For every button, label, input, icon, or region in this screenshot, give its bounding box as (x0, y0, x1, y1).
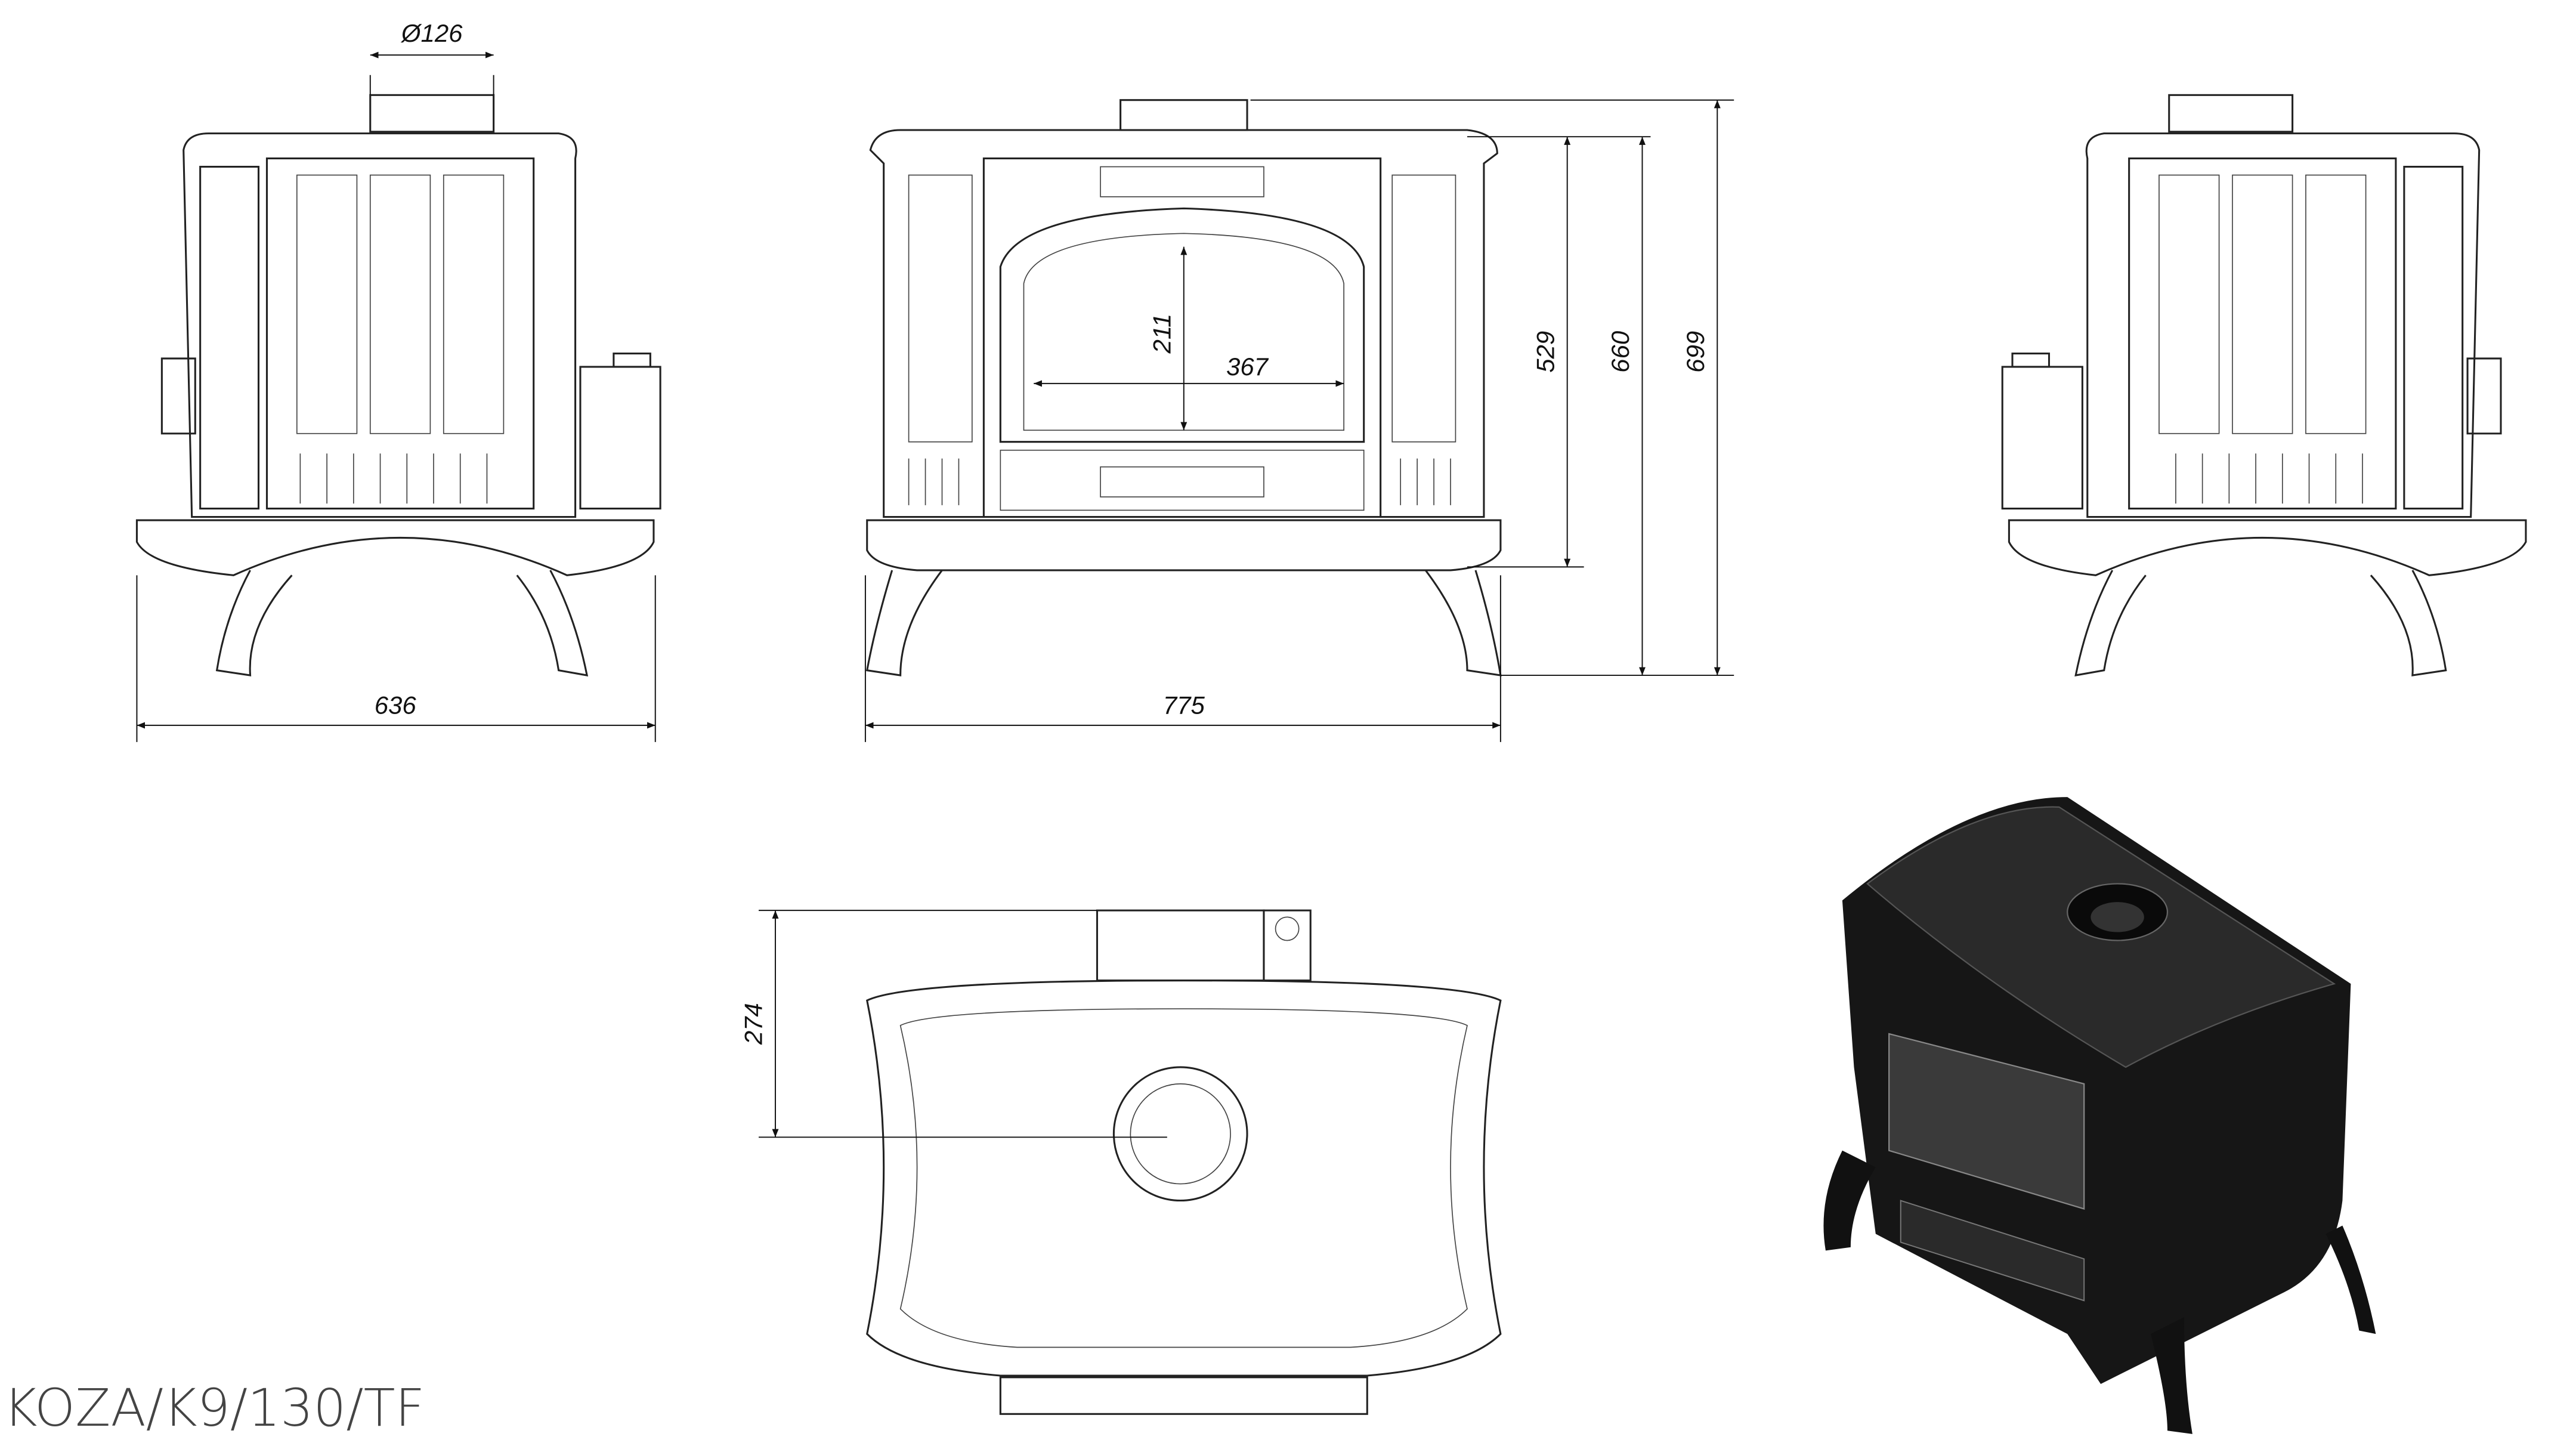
model-code: KOZA/K9/130/TF (4, 1379, 425, 1438)
flue-offset-label: 274 (740, 1003, 768, 1045)
width-label: 775 (1163, 691, 1205, 719)
window-width-label: 367 (1226, 353, 1269, 381)
front-view: 211 367 775 529 660 699 (864, 99, 1734, 742)
height-body-label: 660 (1606, 331, 1634, 373)
height-total-label: 699 (1681, 331, 1709, 373)
window-height-label: 211 (1148, 314, 1176, 354)
height-top-label: 529 (1531, 331, 1559, 373)
top-view: 274 (740, 909, 1502, 1415)
depth-label: 636 (375, 691, 417, 719)
stove-render (1823, 797, 2376, 1434)
side-view-right (2001, 94, 2527, 676)
flue-diameter-label: Ø126 (400, 19, 463, 47)
side-view-left: Ø126 636 (135, 19, 661, 742)
